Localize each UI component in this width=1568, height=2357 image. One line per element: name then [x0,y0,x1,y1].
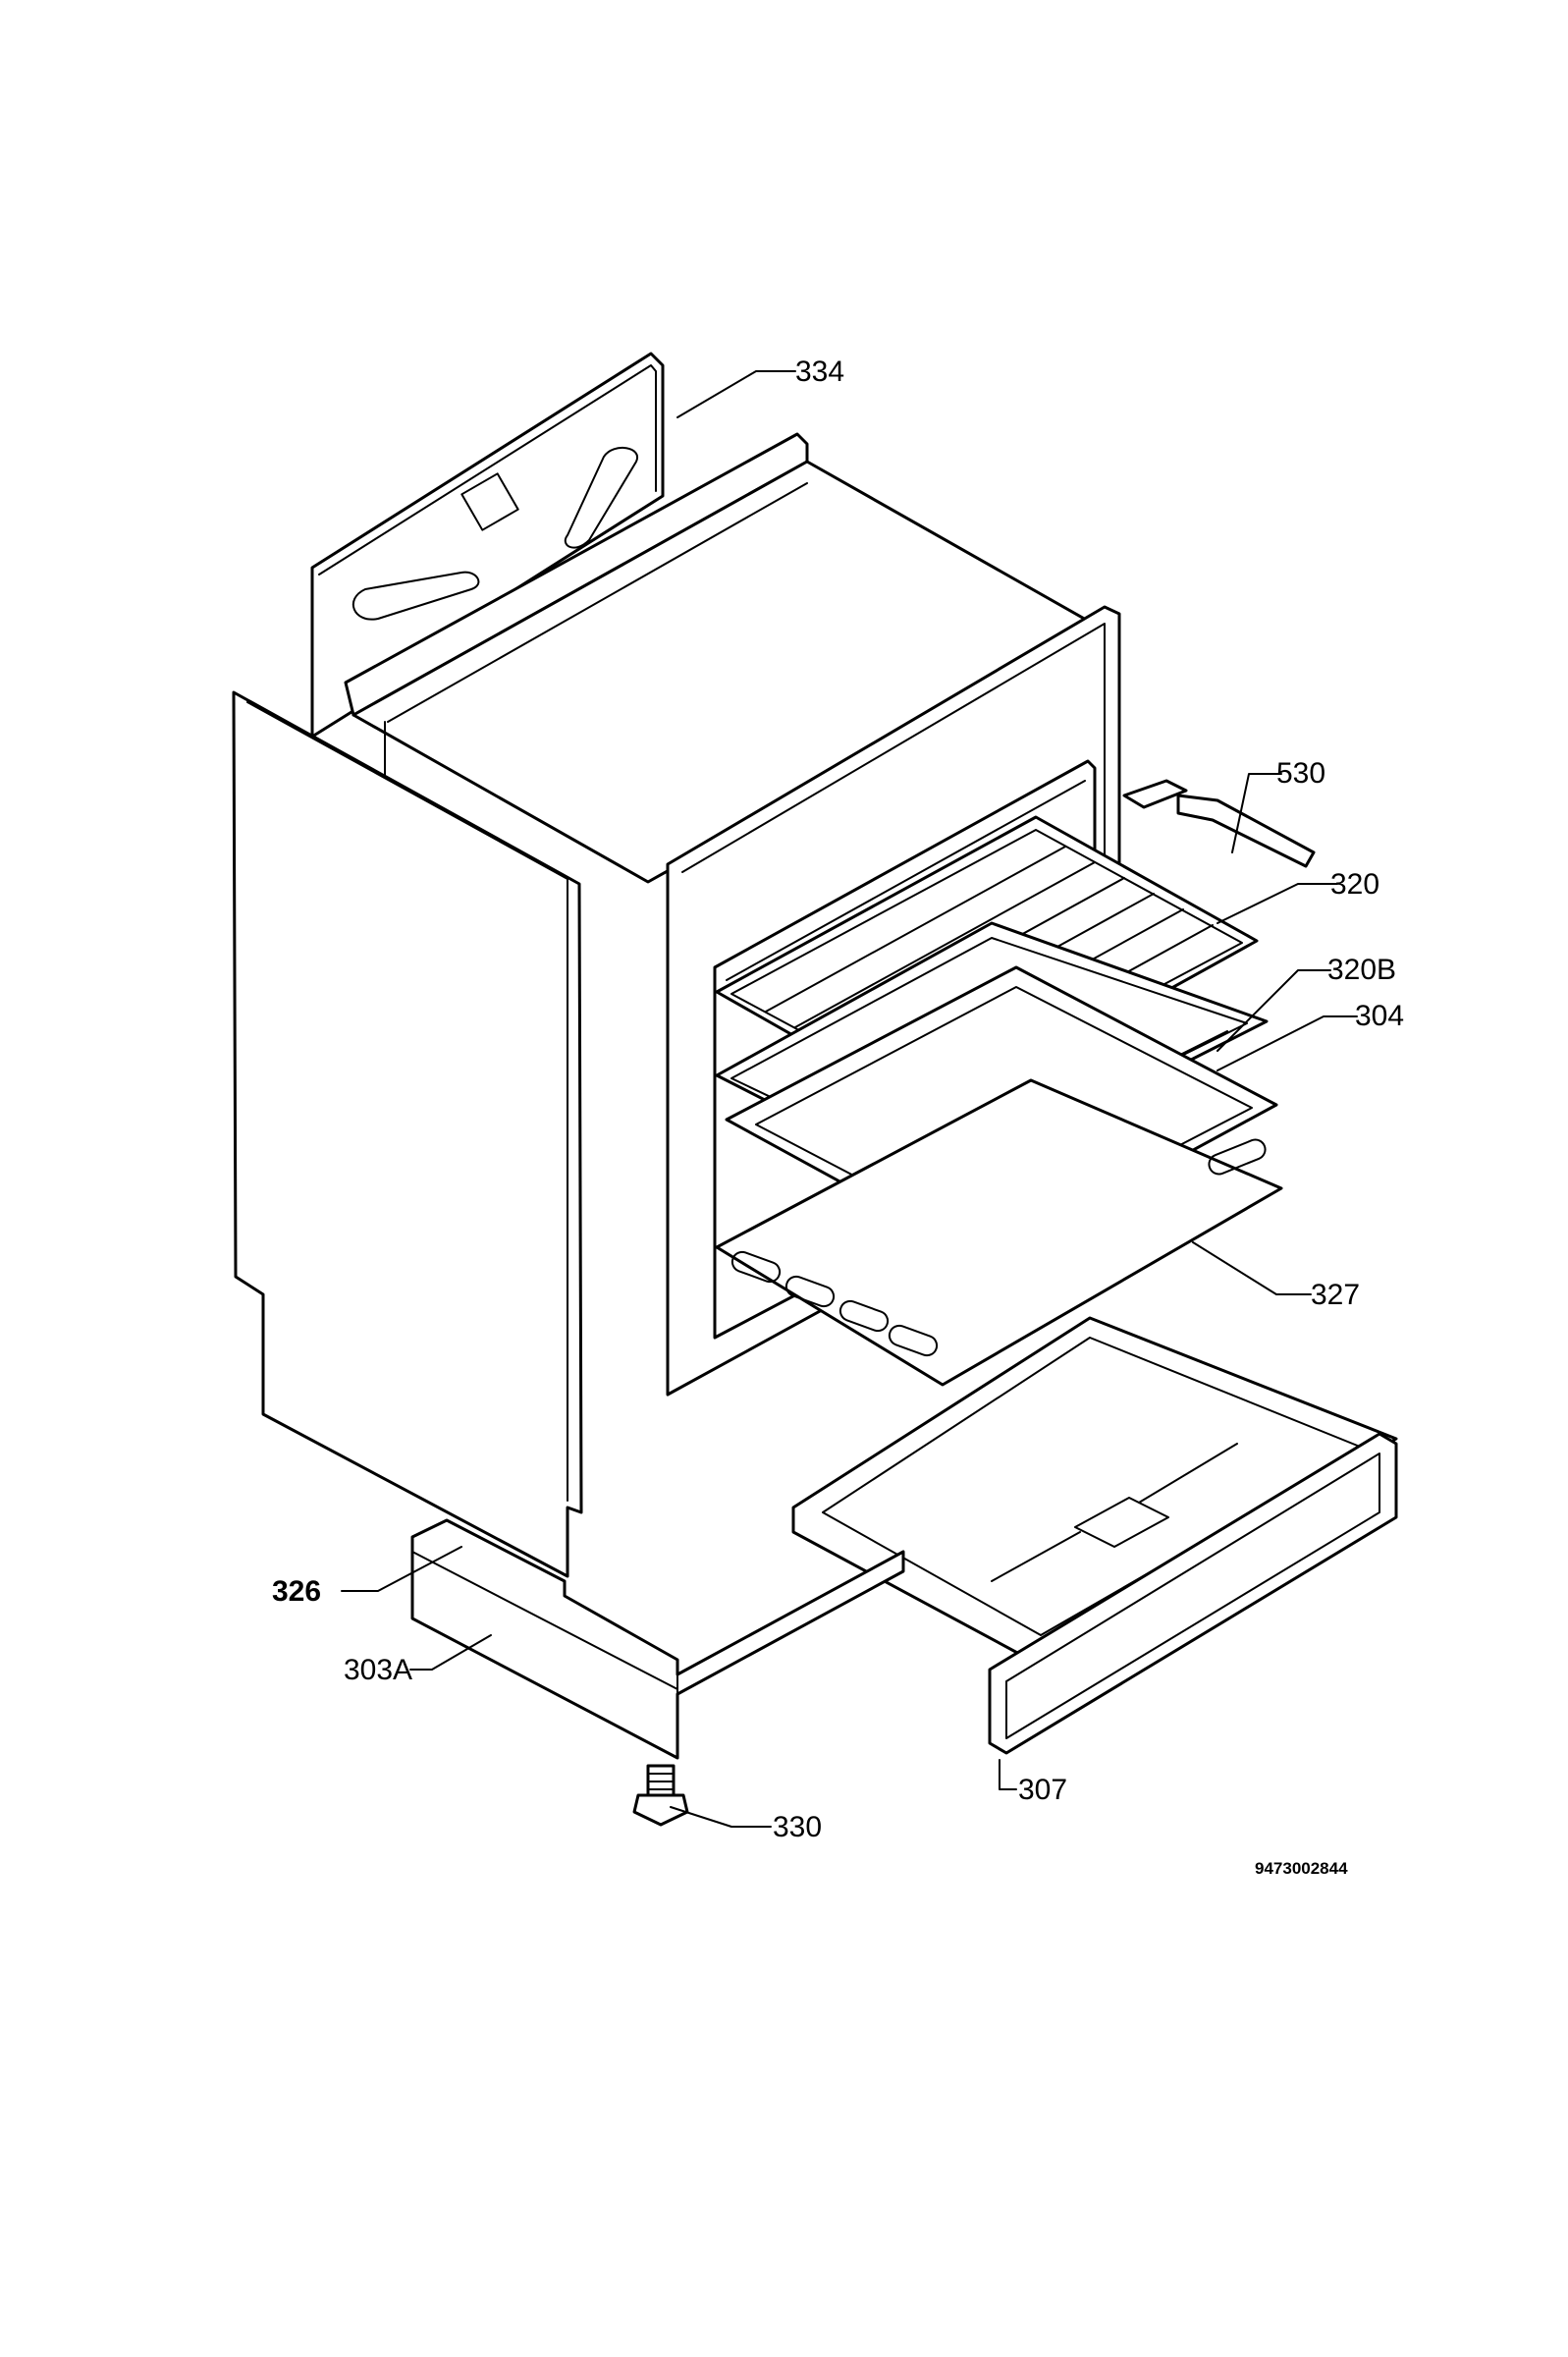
part-303a-plinth [410,1518,905,1760]
label-304: 304 [1355,1000,1404,1032]
label-530: 530 [1276,757,1325,790]
part-307-drawer [791,1316,1398,1755]
part-326-side-panel [232,690,583,1578]
part-530-clip [1122,779,1316,868]
label-330: 330 [773,1811,822,1843]
label-320: 320 [1330,868,1379,901]
label-327: 327 [1311,1279,1360,1311]
label-334: 334 [795,356,844,388]
part-labels: 334 530 320 320B 304 327 326 303A 330 30… [272,356,1404,1878]
part-327-bottom-plate [715,1078,1283,1387]
drawing-reference-number: 9473002844 [1255,1859,1348,1878]
label-326: 326 [272,1575,321,1608]
part-334-rear-shield [310,352,665,739]
part-330-foot-screw [632,1764,689,1827]
leader-lines [341,370,1358,1828]
label-307: 307 [1018,1774,1067,1806]
label-320b: 320B [1327,954,1396,986]
label-303a: 303A [344,1654,412,1686]
